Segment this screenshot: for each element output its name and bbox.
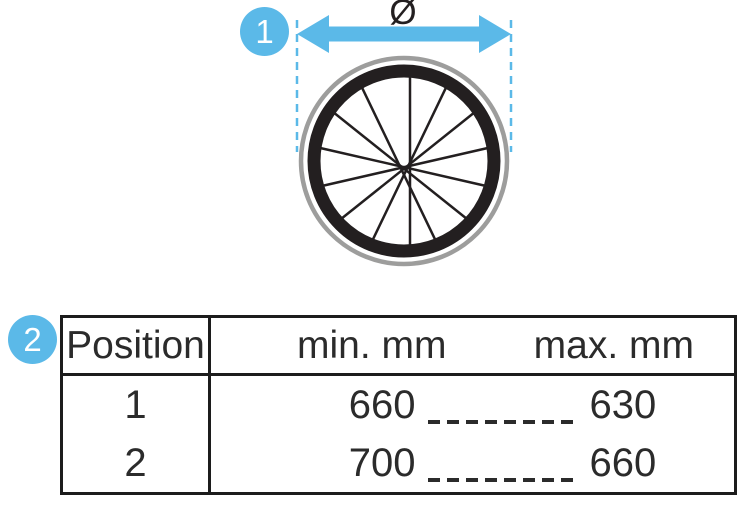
dash-leader [427,478,578,482]
wheel-size-table: Position min. mm max. mm 1 660 630 2 700 [60,315,737,495]
callout-badge-2: 2 [8,315,57,364]
dash-leader [427,420,578,424]
min-value: 700 [348,440,416,485]
callout-2-number: 2 [23,321,42,358]
wheel-rim-circle [307,64,501,258]
table-body: 1 660 630 2 700 660 [63,376,734,492]
diameter-arrow-icon [297,15,511,53]
diameter-symbol: Ø [389,0,417,32]
callout-1-number: 1 [255,13,274,50]
callout-badge-1: 1 [240,7,289,56]
row-position: 1 [63,376,211,434]
table-header-row: Position min. mm max. mm [63,318,734,376]
row-values: 700 660 [241,434,750,492]
max-value: 660 [589,440,657,485]
header-max: max. mm [533,323,694,367]
row-values: 660 630 [241,376,750,434]
table-row: 2 700 660 [63,434,734,492]
wheel-spokes [320,77,488,245]
wheel-diagram [295,15,513,267]
header-position: Position [63,318,211,373]
header-values: min. mm max. mm [211,318,734,373]
min-value: 660 [348,382,416,427]
header-min: min. mm [297,323,447,367]
max-value: 630 [589,382,657,427]
row-position: 2 [63,434,211,492]
table-row: 1 660 630 [63,376,734,434]
